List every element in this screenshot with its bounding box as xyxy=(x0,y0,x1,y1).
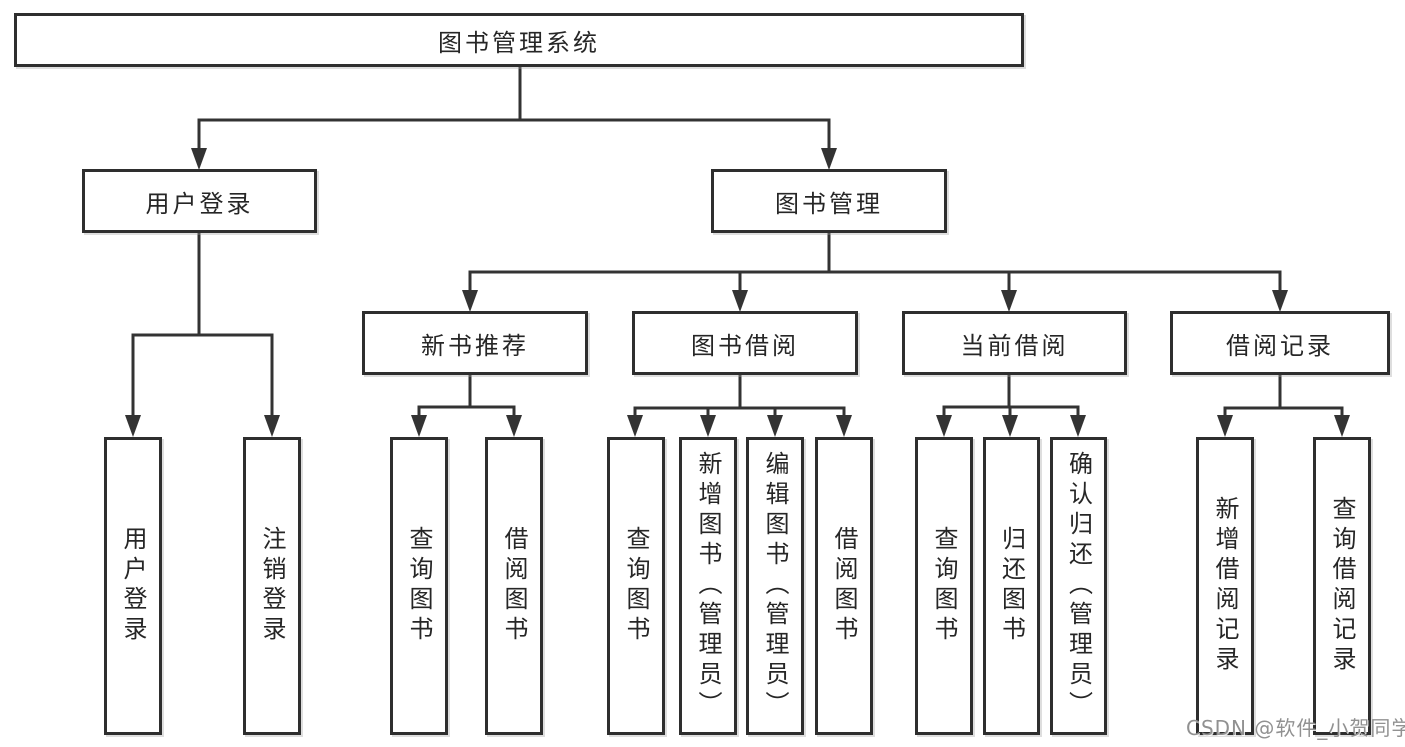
node-user-login: 用户登录 xyxy=(82,169,317,233)
node-label: 图书借阅 xyxy=(691,331,799,360)
node-label: 查询图书 xyxy=(622,526,650,646)
node-label: 借阅图书 xyxy=(830,526,858,646)
node-label: 当前借阅 xyxy=(960,331,1069,360)
connector-bars xyxy=(131,64,1344,410)
node-label: 图书管理系统 xyxy=(438,28,600,57)
leaf-edit-books-admin: 编辑图书（管理员） xyxy=(746,437,804,735)
leaf-query-books-recommend: 查询图书 xyxy=(390,437,448,735)
node-book-borrowing: 图书借阅 xyxy=(632,311,858,375)
node-label: 借阅图书 xyxy=(500,526,528,646)
connector-arrows xyxy=(125,120,1350,437)
csdn-watermark: CSDN @软件_小贺同学 xyxy=(1186,716,1405,740)
node-label: 新增图书（管理员） xyxy=(694,451,722,721)
node-book-management: 图书管理 xyxy=(711,169,947,233)
node-new-book-recommendation: 新书推荐 xyxy=(362,311,588,375)
leaf-query-books-current: 查询图书 xyxy=(915,437,973,735)
node-label: 新增借阅记录 xyxy=(1211,496,1239,676)
leaf-query-books-borrowing: 查询图书 xyxy=(607,437,665,735)
leaf-add-books-admin: 新增图书（管理员） xyxy=(679,437,737,735)
node-label: 查询借阅记录 xyxy=(1328,496,1356,676)
leaf-add-borrow-record: 新增借阅记录 xyxy=(1196,437,1254,735)
leaf-borrow-books-borrowing: 借阅图书 xyxy=(815,437,873,735)
node-current-borrowing: 当前借阅 xyxy=(902,311,1127,375)
node-label: 确认归还（管理员） xyxy=(1064,451,1093,721)
leaf-return-books: 归还图书 xyxy=(983,437,1040,735)
node-label: 注销登录 xyxy=(258,526,286,646)
leaf-borrow-books-recommend: 借阅图书 xyxy=(485,437,543,735)
node-label: 查询图书 xyxy=(405,526,433,646)
node-label: 用户登录 xyxy=(119,526,147,646)
node-label: 图书管理 xyxy=(775,189,883,218)
node-library-management-system: 图书管理系统 xyxy=(14,13,1024,67)
node-label: 归还图书 xyxy=(997,526,1026,646)
node-label: 借阅记录 xyxy=(1226,331,1334,360)
leaf-user-login: 用户登录 xyxy=(104,437,162,735)
leaf-query-borrow-record: 查询借阅记录 xyxy=(1313,437,1371,735)
node-borrowing-records: 借阅记录 xyxy=(1170,311,1390,375)
leaf-confirm-return-admin: 确认归还（管理员） xyxy=(1050,437,1107,735)
leaf-logout: 注销登录 xyxy=(243,437,301,735)
node-label: 编辑图书（管理员） xyxy=(761,451,789,721)
node-label: 查询图书 xyxy=(930,526,958,646)
node-label: 新书推荐 xyxy=(421,331,529,360)
node-label: 用户登录 xyxy=(145,189,254,218)
